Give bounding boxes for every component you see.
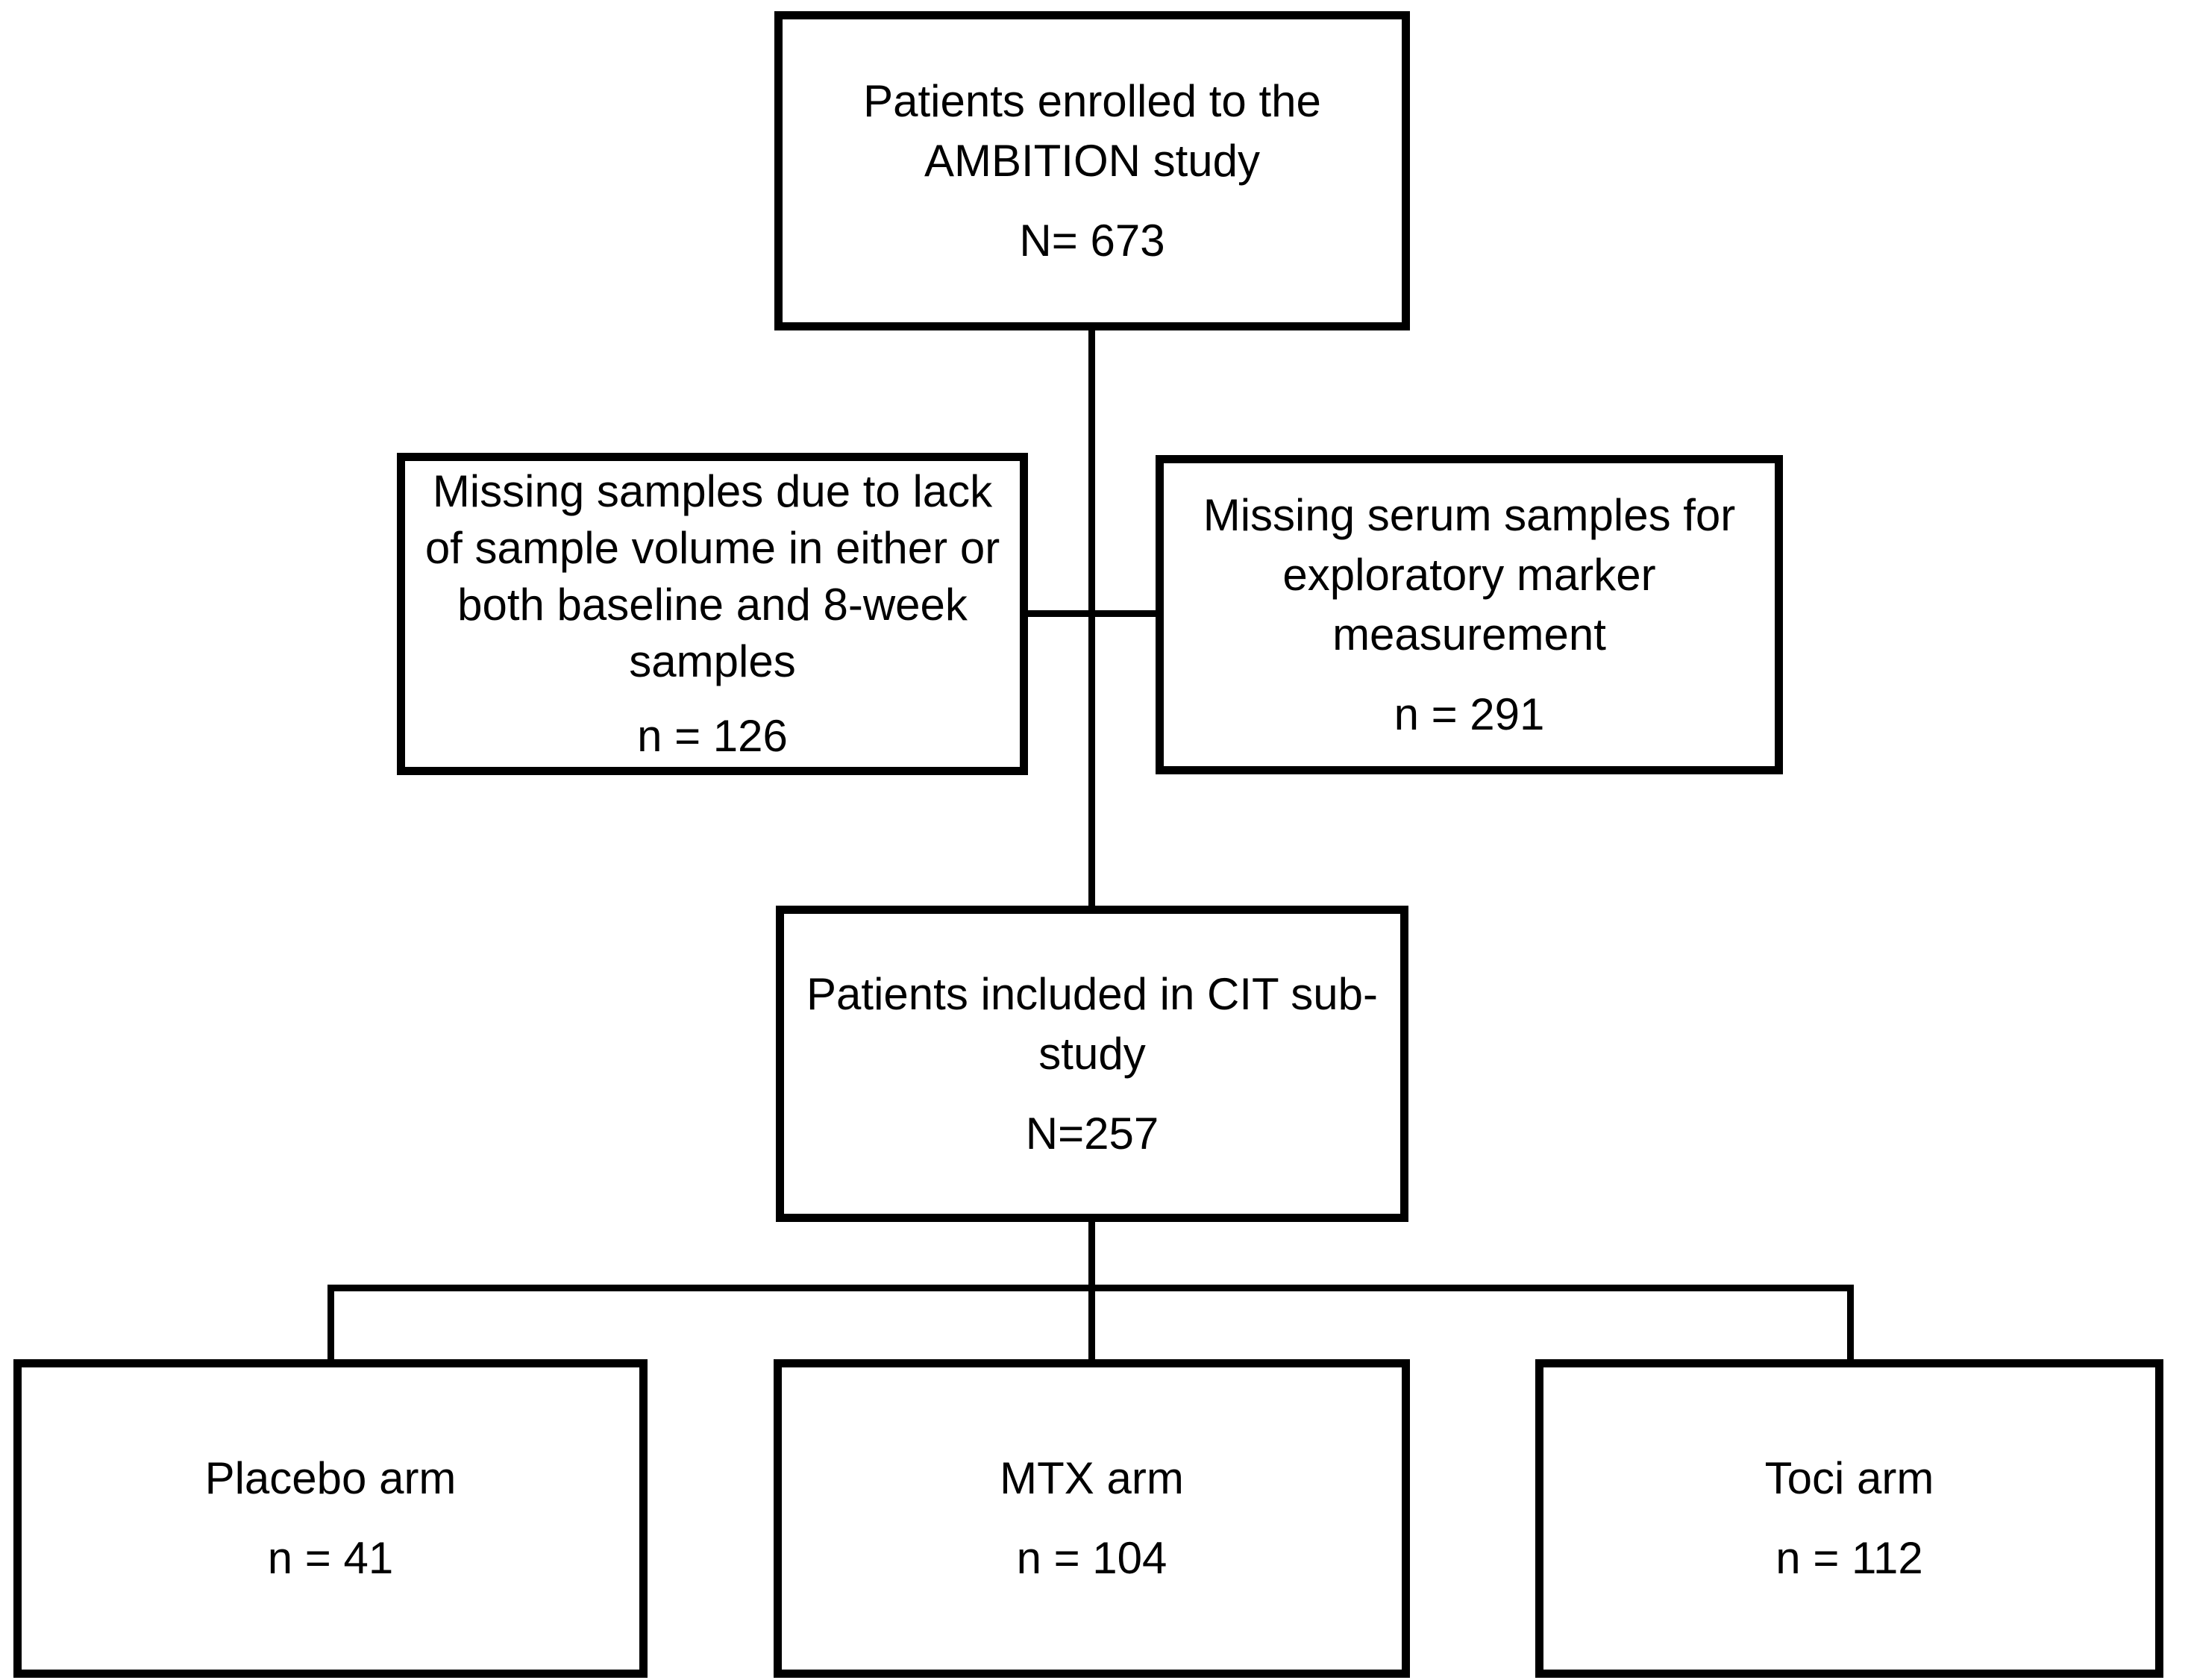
box-count: n = 112 <box>1775 1533 1923 1583</box>
title-line: of sample volume in either or <box>424 523 1000 573</box>
box-count: N=257 <box>1025 1108 1159 1159</box>
title-line: Toci arm <box>1764 1453 1934 1503</box>
box-title: Missing serum samples for exploratory ma… <box>1203 486 1736 665</box>
title-line: measurement <box>1332 609 1606 659</box>
title-line: exploratory marker <box>1282 549 1656 600</box>
box-title: Patients enrolled to the AMBITION study <box>863 72 1321 191</box>
box-toci-arm: Toci arm n = 112 <box>1535 1359 2163 1678</box>
box-count: n = 104 <box>1016 1533 1167 1583</box>
box-cit-substudy: Patients included in CIT sub- study N=25… <box>776 906 1408 1222</box>
connector-stub-placebo <box>327 1285 334 1359</box>
box-count: N= 673 <box>1019 215 1165 266</box>
box-count: n = 291 <box>1394 689 1545 739</box>
title-line: AMBITION study <box>924 135 1261 186</box>
title-line: study <box>1038 1028 1146 1079</box>
box-title: MTX arm <box>1000 1449 1184 1508</box>
box-missing-serum-samples: Missing serum samples for exploratory ma… <box>1156 455 1783 774</box>
box-missing-sample-volume: Missing samples due to lack of sample vo… <box>397 453 1028 775</box>
connector-arms-horizontal <box>327 1285 1854 1291</box>
title-line: Patients included in CIT sub- <box>806 968 1378 1019</box>
title-line: samples <box>629 636 796 686</box>
box-mtx-arm: MTX arm n = 104 <box>774 1359 1410 1678</box>
box-title: Placebo arm <box>205 1449 457 1508</box>
box-count: n = 126 <box>637 711 788 761</box>
title-line: Patients enrolled to the <box>863 75 1321 126</box>
connector-stub-toci <box>1847 1285 1854 1359</box>
title-line: Missing serum samples for <box>1203 489 1736 540</box>
box-title: Toci arm <box>1765 1449 1934 1508</box>
title-line: Missing samples due to lack <box>432 466 993 516</box>
connector-exclusions-horizontal <box>1028 610 1156 617</box>
title-line: Placebo arm <box>204 1453 457 1503</box>
box-placebo-arm: Placebo arm n = 41 <box>13 1359 648 1678</box>
connector-enrolled-to-cit <box>1088 330 1095 906</box>
box-count: n = 41 <box>267 1533 394 1583</box>
title-line: both baseline and 8-week <box>457 580 968 630</box>
box-title: Missing samples due to lack of sample vo… <box>425 463 1000 690</box>
box-title: Patients included in CIT sub- study <box>806 965 1378 1084</box>
title-line: MTX arm <box>1000 1453 1184 1503</box>
box-patients-enrolled: Patients enrolled to the AMBITION study … <box>774 11 1410 330</box>
